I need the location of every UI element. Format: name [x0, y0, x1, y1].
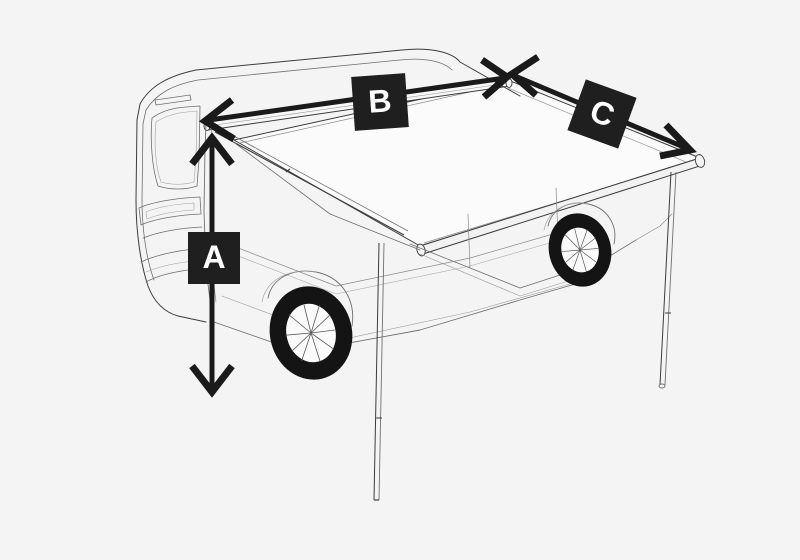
- awning-support-leg-right: [658, 171, 677, 389]
- van-front-wheel-arch-inner: [543, 202, 589, 231]
- dimension-label-b-box: [351, 73, 409, 131]
- leg-left-edge-b: [378, 242, 385, 501]
- wheels-group: [269, 213, 612, 380]
- van-side-upper-edge: [211, 125, 421, 251]
- dimension-a-arrowhead-bottom: [189, 363, 235, 398]
- van-side-character-line-1: [227, 231, 561, 287]
- van-rear-left-contour-inner: [141, 109, 155, 281]
- van-rear-window-inner: [154, 110, 198, 185]
- van-rear-trim-line: [142, 226, 203, 239]
- van-rear-left-contour: [135, 103, 207, 323]
- dimension-label-c: C: [567, 79, 637, 149]
- van-side-character-line-2: [227, 239, 561, 295]
- dimension-c-arrowhead-right: [659, 122, 697, 160]
- awning-arm-left-inner: [218, 127, 409, 232]
- van-rear-handle-recess: [138, 196, 202, 226]
- dimension-c-arrowhead-left: [506, 54, 540, 98]
- awning-support-leg-left: [373, 242, 385, 501]
- front-spokes: [560, 228, 600, 273]
- rear-spokes: [285, 304, 337, 362]
- rear-wheel: [269, 286, 353, 380]
- dimension-label-a-box: [188, 232, 240, 284]
- van-roof-top-edge: [139, 48, 521, 105]
- van-rear-handle-inner: [145, 202, 195, 220]
- van-roof-inner-edge: [145, 58, 453, 111]
- awning-arm-left-outer: [214, 131, 405, 236]
- van-door-seam-1: [467, 213, 471, 269]
- van-rear-brake-light: [154, 94, 192, 106]
- front-wheel: [548, 213, 612, 287]
- dimension-a-arrowhead-top: [189, 132, 235, 167]
- dimension-label-c-box: [567, 79, 637, 149]
- dimension-b-arrowhead-left: [198, 97, 236, 142]
- dimension-b-arrowhead-right: [480, 57, 513, 100]
- dimension-label-b-letter: B: [367, 82, 393, 120]
- leg-right-edge-b: [664, 171, 677, 386]
- leg-right-edge-a: [659, 171, 672, 386]
- van-front-nose: [635, 213, 673, 241]
- awning-roller-endcap-left: [416, 243, 426, 257]
- dimension-label-b: B: [351, 73, 409, 131]
- leg-right-foot: [658, 383, 666, 389]
- van-rear-window: [150, 105, 201, 190]
- awning-roller-endcap-right: [694, 154, 706, 168]
- dimension-label-a-letter: A: [202, 239, 225, 275]
- leg-left-edge-a: [373, 242, 380, 501]
- dimension-label-a: A: [188, 232, 240, 284]
- van-rear-wheel-arch-inner: [261, 270, 317, 303]
- awning-arm-left-joint: [285, 168, 291, 173]
- awning-legs-group: [373, 171, 677, 501]
